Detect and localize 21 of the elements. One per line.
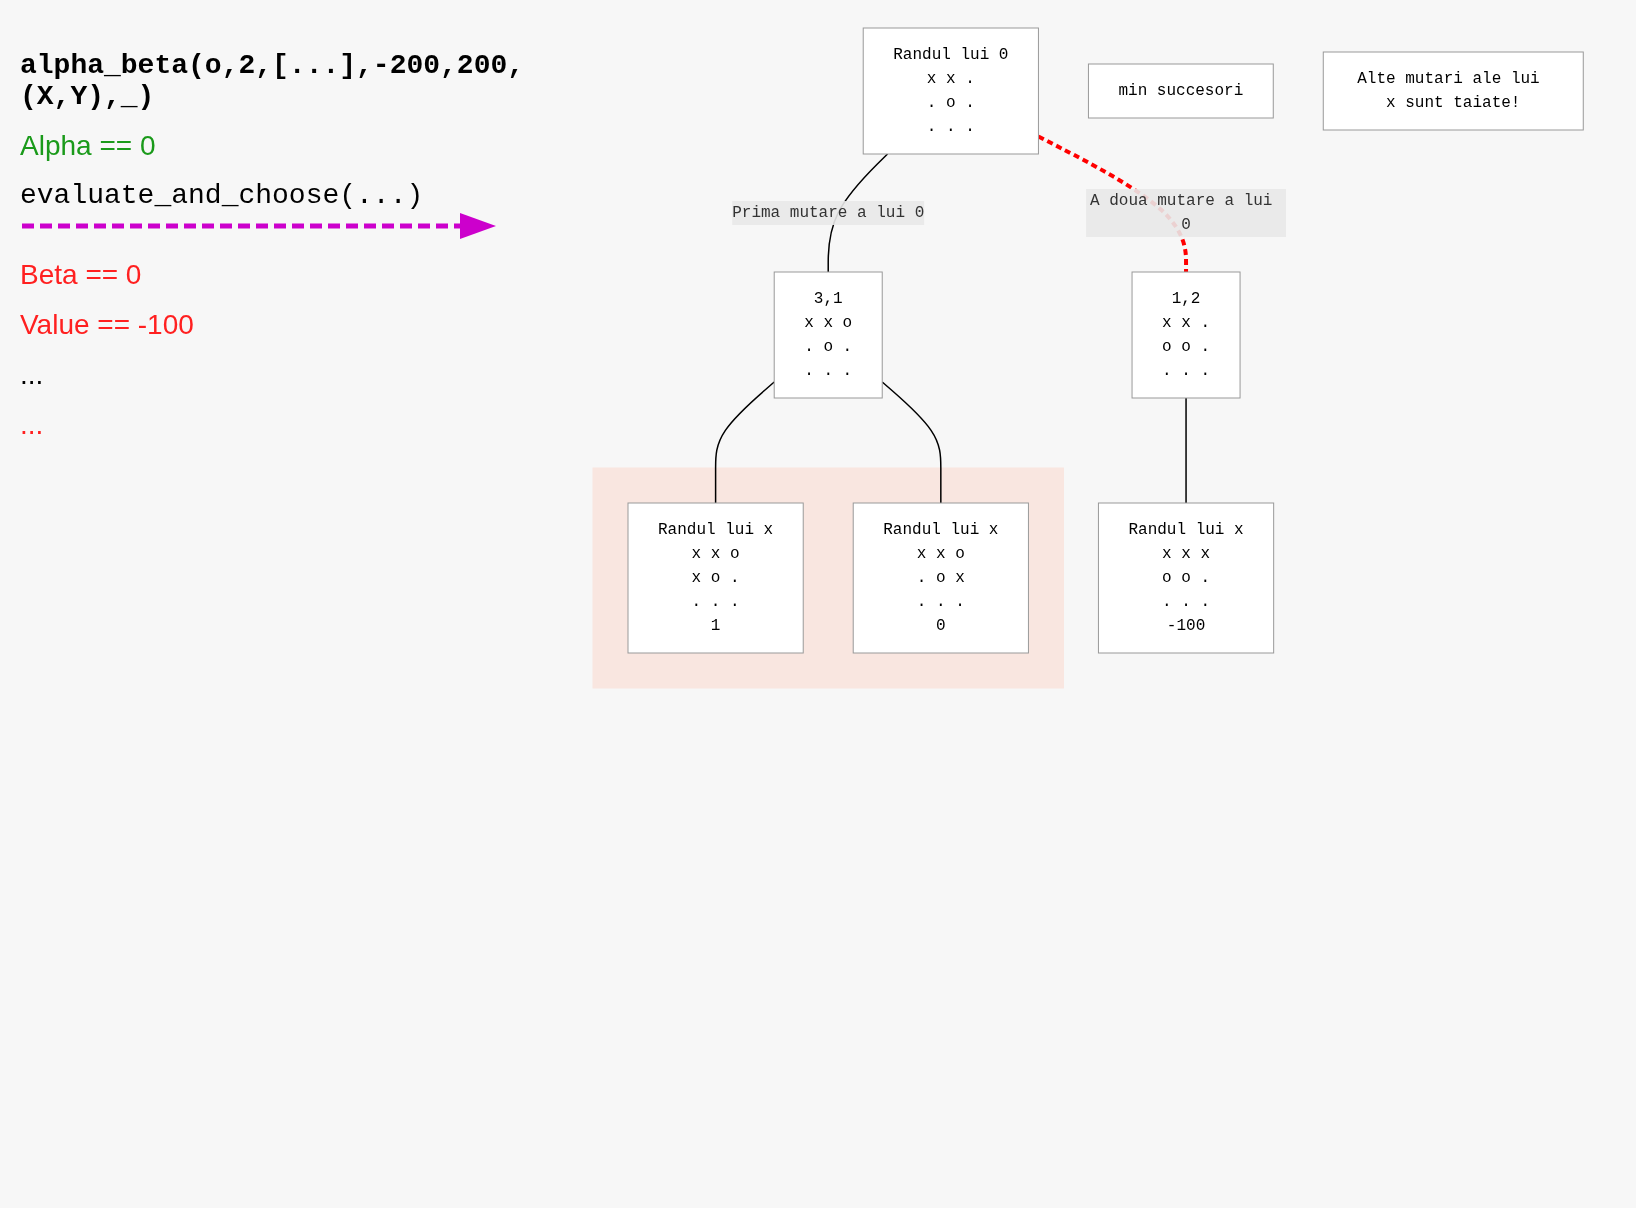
annotation-text: ...	[20, 409, 45, 441]
node-box: 1,2 x x . o o . . . .	[1131, 271, 1241, 399]
annotation-text: Alpha == 0	[20, 130, 157, 162]
connector	[1185, 397, 1187, 504]
node-box: Randul lui x x x x o o . . . . -100	[1097, 502, 1274, 654]
function-call-text: evaluate_and_choose(...)	[20, 180, 424, 211]
function-call-text: alpha_beta(o,2,[...],-200,200,(X,Y),_)	[20, 50, 526, 112]
node-box: Randul lui x x x o . o x . . . 0	[852, 502, 1029, 654]
annotation-text: ...	[20, 359, 45, 391]
connector	[881, 381, 942, 504]
edge-label: Prima mutare a lui 0	[732, 204, 925, 222]
connector	[714, 381, 775, 504]
annotation-text: Beta == 0	[20, 259, 143, 291]
node-box: 3,1 x x o . o . . . .	[773, 271, 883, 399]
annotation-text: Value == -100	[20, 309, 195, 341]
edge-label: A doua mutare a lui 0	[1089, 192, 1273, 234]
node-box: Alte mutari ale lui x sunt taiate!	[1322, 51, 1584, 131]
node-box: Randul lui x x x o x o . . . . 1	[627, 502, 804, 654]
node-box: Randul lui 0 x x . . o . . . .	[862, 27, 1039, 155]
node-box: min succesori	[1087, 63, 1274, 119]
cluster	[592, 467, 1064, 689]
